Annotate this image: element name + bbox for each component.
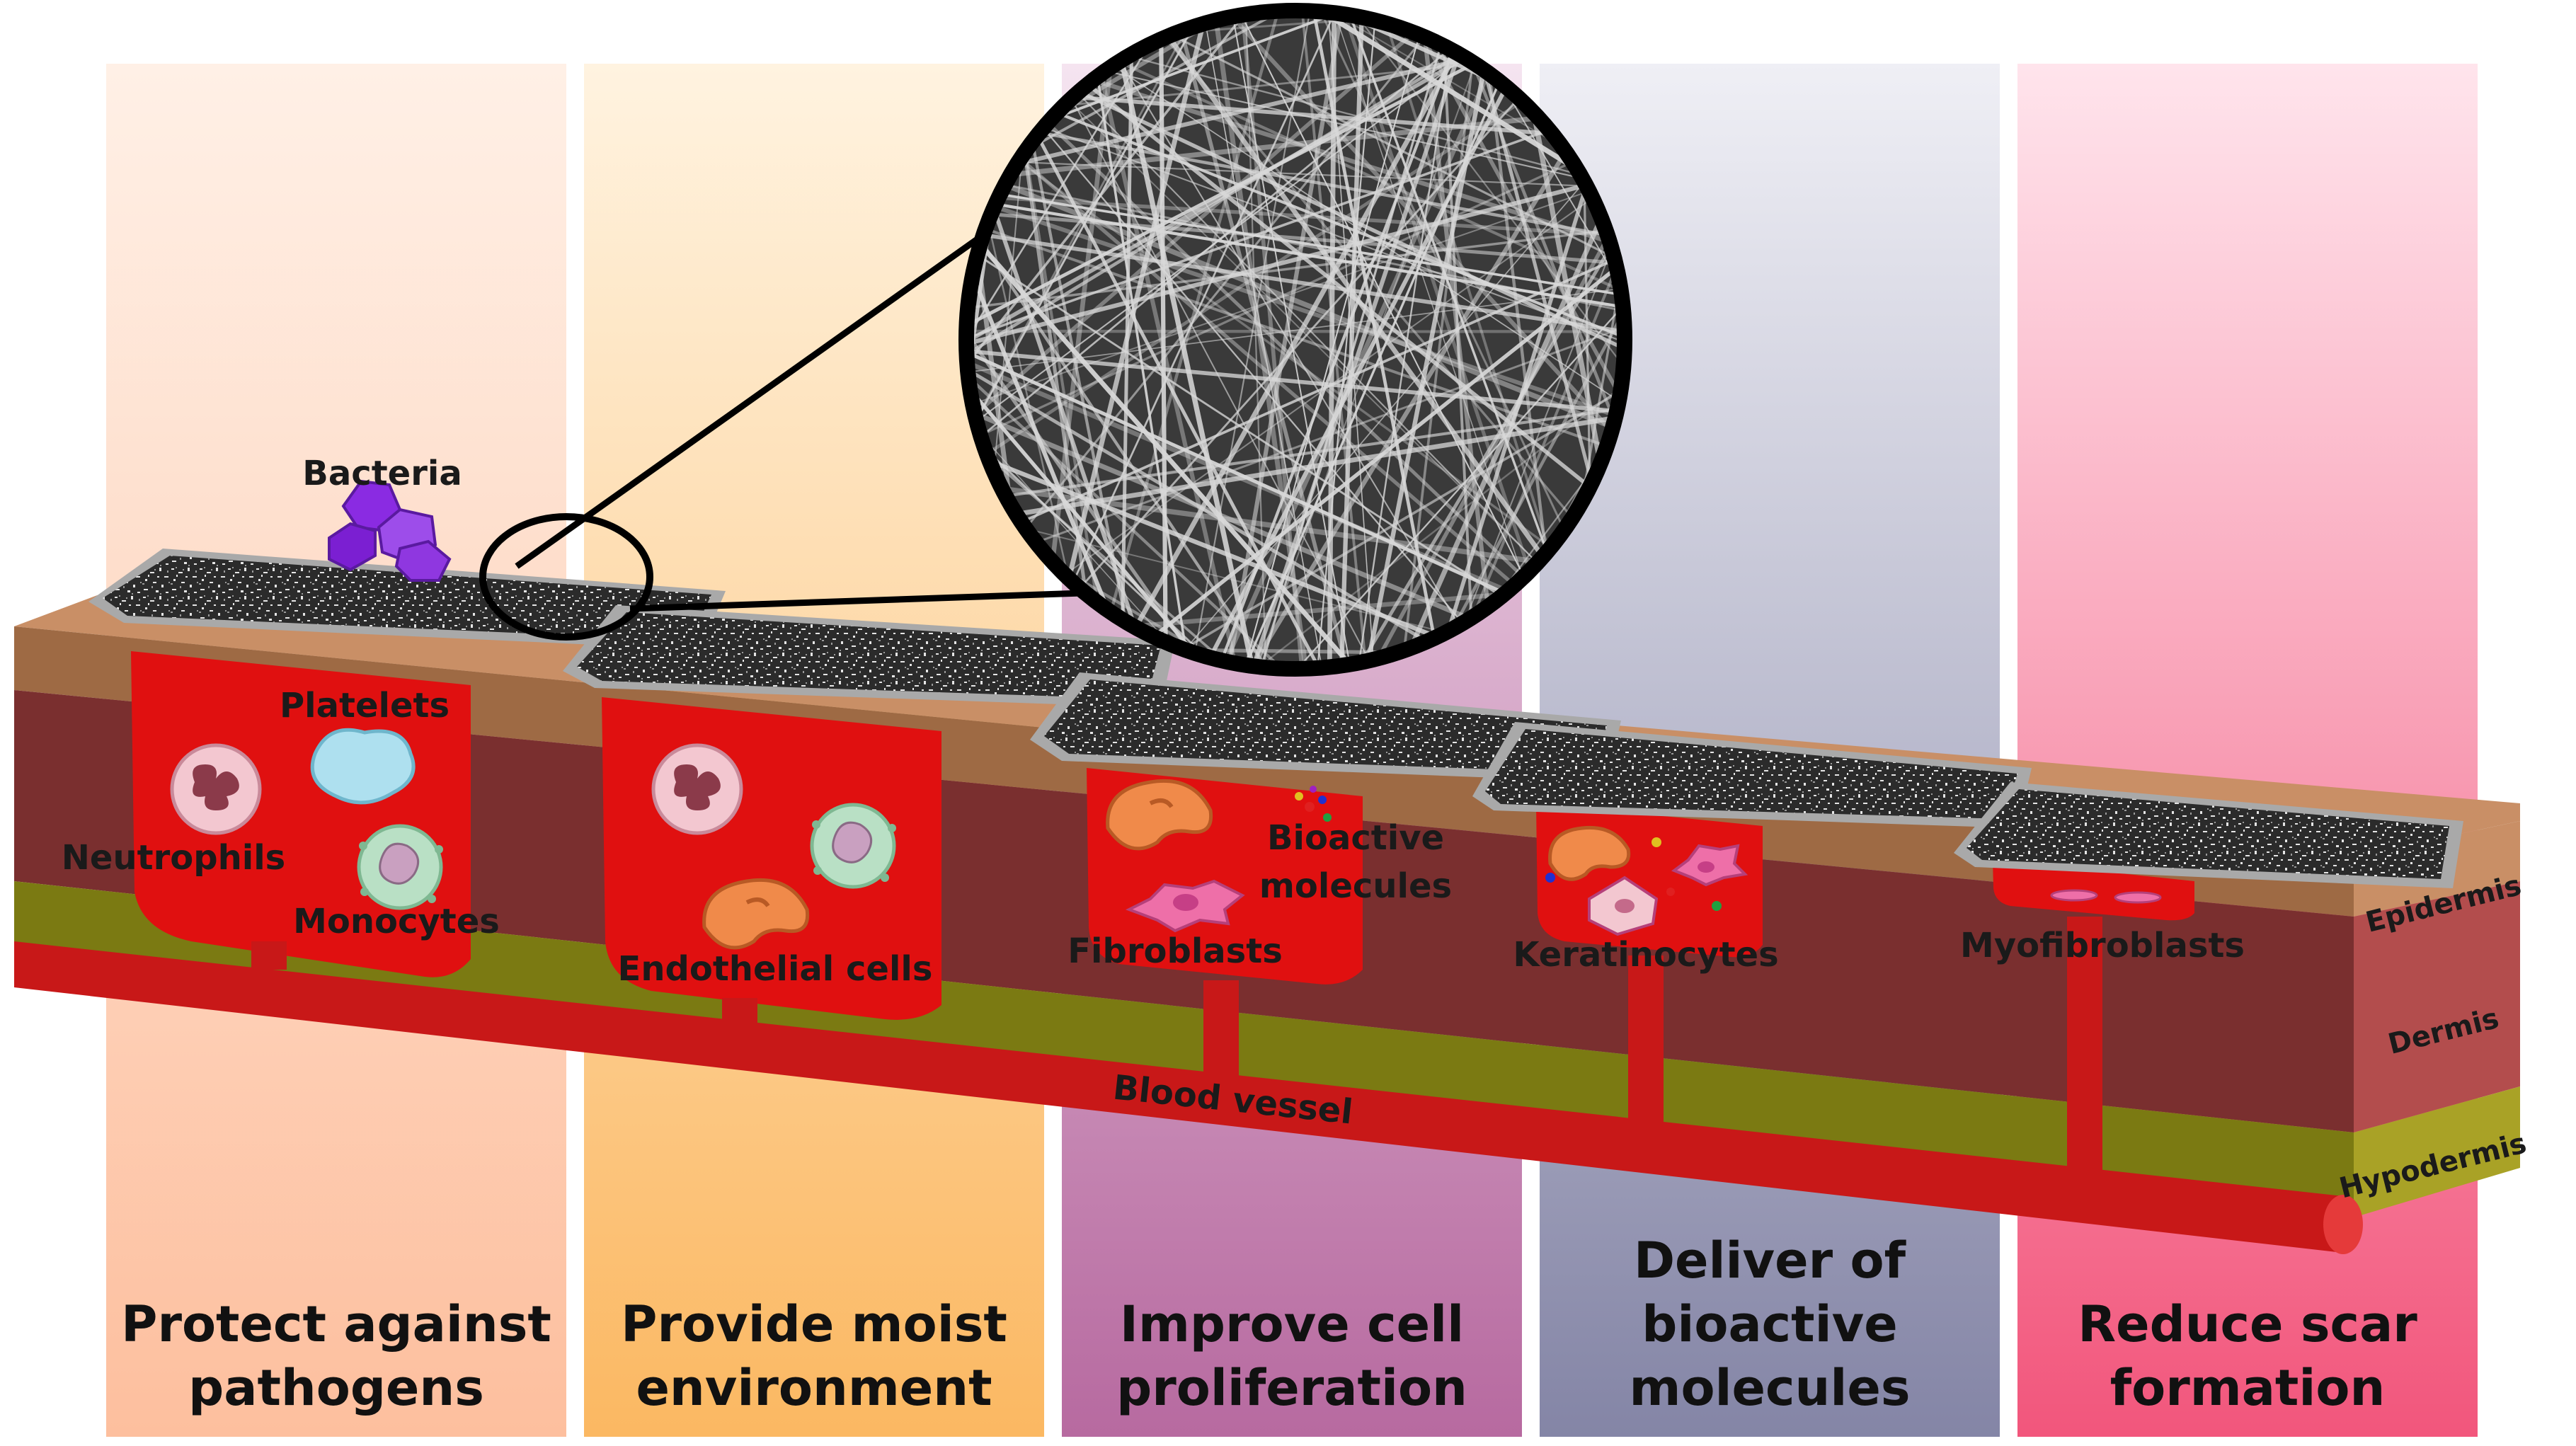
scaffold-3: [1044, 679, 1607, 773]
wound-5: [1993, 860, 2194, 921]
label-bioactive-line-2: molecules: [1259, 866, 1452, 906]
fibroblast-icon-2: [1126, 879, 1245, 933]
scaffold-1: [103, 556, 711, 641]
capillary-1: [251, 941, 287, 970]
caption-3-line-2: bioactive: [1642, 1295, 1897, 1353]
monocyte-icon-2: [810, 803, 896, 889]
dermis-side: [2354, 881, 2520, 1132]
fibroblast-icon-1: [1106, 779, 1213, 851]
scaffold-2: [577, 612, 1161, 699]
monocyte-icon: [357, 824, 443, 910]
label-neutrophils: Neutrophils: [62, 838, 286, 878]
magnifier-line-1: [515, 199, 1032, 569]
blood-vessel-tube: [14, 941, 2343, 1253]
hypodermis-side: [2354, 1086, 2520, 1217]
neutrophil-icon-2: [651, 743, 743, 835]
caption-3-line-3: molecules: [1630, 1359, 1911, 1417]
label-bacteria: Bacteria: [302, 454, 462, 493]
cells: [170, 479, 2162, 950]
cell-labels: Bacteria Platelets Neutrophils Monocytes…: [62, 454, 2245, 989]
epidermis-front: [14, 626, 2354, 917]
label-myofibroblasts: Myofibroblasts: [1960, 926, 2245, 965]
caption-4-line-1: Reduce scar: [2078, 1295, 2417, 1353]
keratinocyte-molecules-icon: [1545, 837, 1722, 911]
myofibroblast-icon: [2050, 889, 2162, 904]
label-monocytes: Monocytes: [293, 902, 500, 941]
label-fibroblasts: Fibroblasts: [1067, 931, 1283, 971]
label-bioactive-line-1: Bioactive: [1267, 818, 1444, 858]
label-endothelial-cells: Endothelial cells: [618, 949, 933, 989]
platelet-icon: [310, 728, 416, 805]
caption-2-line-1: Improve cell: [1120, 1295, 1464, 1353]
keratinocyte-icon-2: [1588, 876, 1659, 936]
caption-4-line-2: formation: [2110, 1359, 2386, 1417]
keratinocyte-icon-3: [1671, 844, 1748, 887]
caption-1-line-1: Provide moist: [621, 1295, 1007, 1353]
endothelial-cell-icon: [702, 878, 810, 950]
scaffold-4: [1485, 729, 2017, 819]
keratinocyte-icon-1: [1548, 825, 1631, 881]
panel-captions: Protect against pathogens Provide moist …: [121, 1232, 2417, 1417]
caption-1-line-2: environment: [636, 1359, 992, 1417]
magnifier-lens: [958, 3, 1632, 677]
blood-vessel-end: [2323, 1195, 2363, 1254]
bacteria-icon: [328, 479, 452, 582]
magnifier-source-circle: [479, 513, 653, 641]
label-platelets: Platelets: [280, 686, 450, 725]
caption-0-line-2: pathogens: [188, 1359, 484, 1417]
capillary-4: [1628, 956, 1664, 1129]
caption-3-line-1: Deliver of: [1634, 1232, 1907, 1290]
magnifier: [479, 3, 1632, 677]
caption-2-line-2: proliferation: [1116, 1359, 1467, 1417]
scaffolds: [88, 549, 2463, 888]
neutrophil-icon: [170, 743, 262, 835]
capillary-2: [722, 998, 757, 1026]
bioactive-molecules-icon: [1295, 786, 1332, 822]
capillary-5: [2067, 917, 2102, 1182]
scaffold-5: [1967, 789, 2449, 879]
blood-vessel: [14, 917, 2363, 1254]
capillary-3: [1203, 980, 1239, 1086]
caption-0-line-1: Protect against: [121, 1295, 551, 1353]
label-keratinocytes: Keratinocytes: [1513, 935, 1778, 975]
